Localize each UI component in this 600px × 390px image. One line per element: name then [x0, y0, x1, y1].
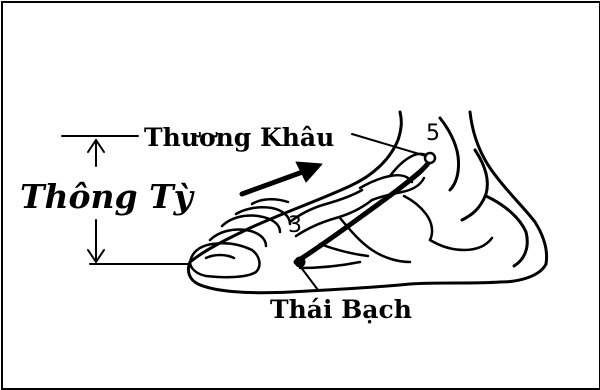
point-thuong-khau — [425, 153, 435, 163]
label-thong-ty: Thông Tỳ — [20, 177, 196, 216]
label-thuong-khau: Thương Khâu — [144, 123, 334, 152]
bones — [290, 154, 492, 268]
direction-arrow — [242, 162, 322, 194]
meridian-line — [296, 156, 432, 262]
label-thai-bach: Thái Bạch — [270, 295, 412, 324]
marker-5: 5 — [426, 121, 440, 146]
marker-3: 3 — [288, 213, 302, 238]
toes — [190, 199, 290, 277]
